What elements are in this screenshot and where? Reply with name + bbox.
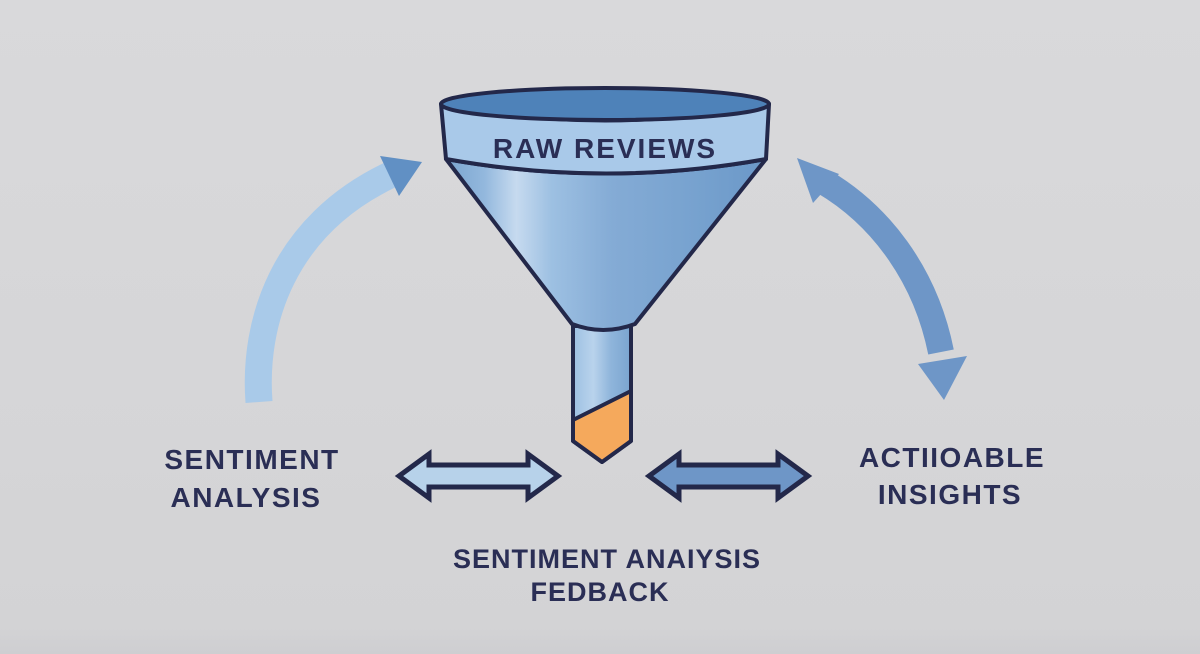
double-arrow-right-icon [644, 449, 813, 503]
label-sentiment-analysis-line2: ANALYSIS [170, 482, 321, 513]
funnel-top-label: RAW REVIEWS [493, 133, 717, 164]
curved-arrow-left-head [380, 156, 422, 196]
funnel-top-opening [439, 86, 771, 122]
funnel-cone [444, 157, 768, 332]
curved-arrow-right-body [817, 170, 954, 355]
funnel-spout-orange-tip [571, 389, 633, 464]
curved-arrow-right-icon [797, 158, 967, 400]
label-sentiment-analysis: SENTIMENT ANALYSIS [164, 444, 339, 513]
curved-arrow-left-icon [244, 156, 422, 404]
label-actionable-insights-line2: INSIGHTS [878, 479, 1022, 510]
funnel-icon: RAW REVIEWS [439, 86, 771, 464]
label-actionable-insights-line1: ACTIIOABLE [859, 442, 1045, 473]
double-arrow-left-icon [394, 449, 563, 503]
curved-arrow-right-head-bottom [918, 356, 967, 400]
label-sentiment-analysis-feedback: SENTIMENT ANAIYSIS FEDBACK [453, 544, 761, 607]
label-feedback-line2: FEDBACK [531, 577, 670, 607]
curved-arrow-right-head-top [797, 158, 839, 203]
label-sentiment-analysis-line1: SENTIMENT [164, 444, 339, 475]
label-actionable-insights: ACTIIOABLE INSIGHTS [859, 442, 1045, 510]
label-feedback-line1: SENTIMENT ANAIYSIS [453, 544, 761, 574]
curved-arrow-left-body [244, 162, 396, 404]
